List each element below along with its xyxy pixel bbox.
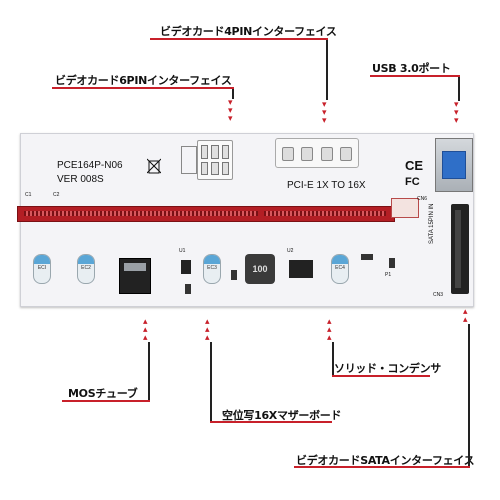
- chevron-cap-icon: ▴▴▴: [327, 317, 332, 343]
- pcie-x16-slot: [17, 206, 395, 222]
- pcie-6pin-outline: [181, 146, 197, 174]
- leader-usb-red: [370, 75, 460, 77]
- molex-4pin-connector: [275, 138, 359, 168]
- leader-sata-black: [468, 324, 470, 467]
- leader-4pin-red: [150, 38, 328, 40]
- ref-c2: C2: [53, 192, 60, 198]
- callout-solid-capacitor: ソリッド・コンデンサ: [334, 362, 441, 375]
- sata-label-text: SATA 15PIN IN: [429, 203, 435, 244]
- fc-mark-icon: FC: [405, 176, 420, 188]
- ref-cn6: CN6: [417, 196, 428, 202]
- chevron-6pin-icon: ▾▾▾: [228, 98, 233, 124]
- callout-video-card-6pin: ビデオカード6PINインターフェイス: [55, 74, 232, 87]
- pcie-label-text: PCI-E 1X TO 16X: [287, 180, 366, 191]
- slot-latch: [391, 198, 419, 218]
- capacitor-ec1: ECI: [33, 254, 51, 284]
- smd-part-3: [361, 254, 373, 260]
- chevron-4pin-icon: ▾▾▾: [322, 100, 327, 126]
- mos-tube: [119, 258, 151, 294]
- ref-c1: C1: [25, 192, 32, 198]
- weee-bin-icon: [146, 158, 162, 174]
- usb30-port: [435, 138, 473, 192]
- leader-x16-red: [210, 421, 332, 423]
- chip-u2: [289, 260, 313, 278]
- capacitor-ec3: EC3: [203, 254, 221, 284]
- leader-usb-black: [458, 77, 460, 101]
- pcie-6pin-connector: [197, 140, 233, 180]
- callout-video-card-4pin: ビデオカード4PINインターフェイス: [160, 25, 337, 38]
- leader-6pin-red: [52, 87, 234, 89]
- ref-u2: U2: [287, 248, 294, 254]
- ref-cn3: CN3: [433, 292, 444, 298]
- ce-mark-icon: CE: [405, 158, 424, 173]
- callout-mos-tube: MOSチューブ: [68, 387, 138, 400]
- capacitor-ec4: EC4: [331, 254, 349, 284]
- ref-p1: P1: [385, 272, 392, 278]
- smd-part-1: [185, 284, 191, 294]
- leader-6pin-black: [232, 89, 234, 99]
- leader-cap-black: [332, 342, 334, 376]
- capacitor-ec2: EC2: [77, 254, 95, 284]
- riser-board: PCE164P-N06 VER 008S PCI-E 1X TO 16X: [17, 133, 474, 307]
- callout-x16-slot: 空位写16Xマザーボード: [222, 409, 342, 422]
- callout-usb30-port: USB 3.0ポート: [372, 62, 451, 75]
- leader-sata-red: [294, 466, 470, 468]
- smd-part-2: [231, 270, 237, 280]
- leader-4pin-black: [326, 40, 328, 100]
- board-version-text: VER 008S: [57, 174, 104, 185]
- ref-u1: U1: [179, 248, 186, 254]
- leader-mos-black: [148, 342, 150, 400]
- chevron-usb-icon: ▾▾▾: [454, 100, 459, 126]
- inductor-text: 100: [252, 264, 268, 274]
- chevron-mos-icon: ▴▴▴: [143, 317, 148, 343]
- sata-15pin-connector: [451, 204, 469, 294]
- leader-x16-black: [210, 342, 212, 422]
- inductor: 100: [245, 254, 275, 284]
- leader-cap-red: [332, 375, 430, 377]
- leader-mos-red: [62, 400, 150, 402]
- chip-u1: [181, 260, 191, 274]
- chevron-x16-icon: ▴▴▴: [205, 317, 210, 343]
- smd-part-4: [389, 258, 395, 268]
- board-model-text: PCE164P-N06: [57, 160, 123, 171]
- callout-video-card-sata: ビデオカードSATAインターフェイス: [296, 454, 475, 467]
